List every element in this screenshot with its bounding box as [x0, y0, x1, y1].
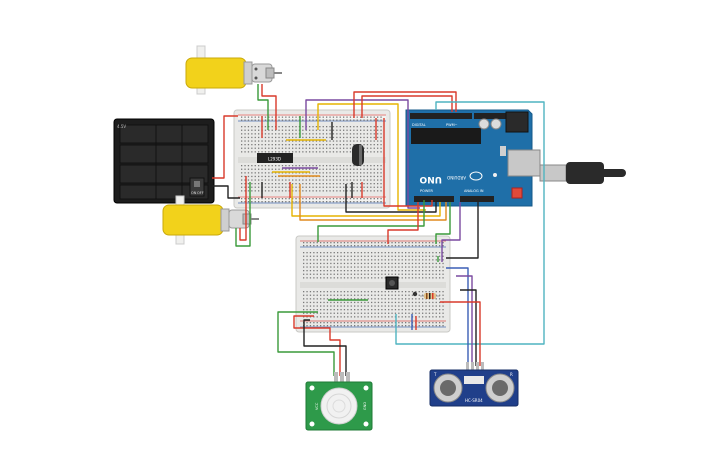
dc-motor-top[interactable]: [185, 45, 282, 95]
usb-port[interactable]: [507, 149, 541, 177]
battery-switch-on: ON: [191, 191, 197, 195]
usb-cable[interactable]: [539, 162, 626, 184]
pir-gnd-label: GND: [363, 402, 367, 410]
battery-label: 4.5V: [117, 124, 126, 129]
arduino-uno-text: UNO: [419, 174, 442, 184]
arduino-pwm-label: PWM~: [446, 123, 458, 127]
bottom-breadboard[interactable]: [295, 235, 451, 333]
driver-chip-label: L293D: [268, 157, 281, 162]
led[interactable]: [412, 291, 418, 297]
arduino-power-label: POWER: [420, 189, 434, 193]
push-button[interactable]: [385, 276, 399, 290]
l293d-chip[interactable]: L293D: [257, 153, 293, 163]
pir-dome: [320, 387, 358, 425]
pir-sensor[interactable]: VCC GND: [305, 372, 373, 431]
electrolytic-capacitor[interactable]: [352, 144, 364, 166]
pir-vcc-label: VCC: [315, 402, 319, 410]
arduino-digital-label: DIGITAL: [412, 123, 426, 127]
arduino-analog-label: ANALOG IN: [464, 189, 484, 193]
wires: [212, 84, 545, 376]
battery-switch-off: OFF: [197, 191, 204, 195]
atmega-chip: [411, 128, 481, 144]
sonar-r-label: R: [510, 372, 513, 377]
battery-pack[interactable]: 4.5V ON OFF: [113, 118, 215, 204]
power-jack[interactable]: [505, 111, 529, 133]
ultrasonic-sensor[interactable]: T R HC-SR04: [429, 362, 519, 407]
sonar-model-label: HC-SR04: [465, 398, 483, 403]
reset-button[interactable]: [511, 187, 523, 199]
arduino-brand-text: ARDUINO: [447, 175, 466, 180]
sonar-t-label: T: [433, 372, 437, 377]
arduino-uno[interactable]: DIGITAL PWM~ UNO ARDUINO POWER ANALOG IN: [405, 109, 541, 207]
bottom-breadboard-holes: [303, 242, 444, 327]
resistor[interactable]: [420, 293, 440, 299]
dc-motor-bottom[interactable]: [162, 195, 259, 245]
